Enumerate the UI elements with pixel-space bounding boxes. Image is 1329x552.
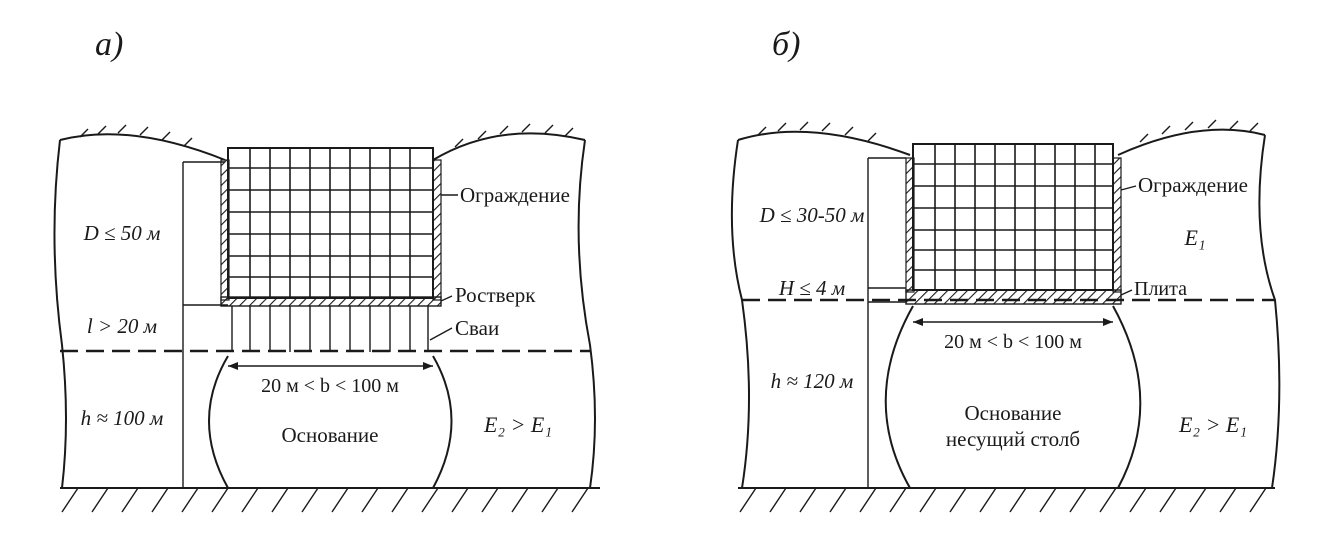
base-depth-label-b: h ≈ 120 м bbox=[771, 369, 854, 393]
soil-right-outline-b bbox=[1117, 128, 1281, 489]
depth-label: D ≤ 50 м bbox=[83, 221, 161, 245]
building-outline-b bbox=[912, 143, 1114, 291]
modulus-label-b: E₂ > E₁ bbox=[1178, 412, 1247, 437]
surface-hatch-left bbox=[79, 124, 193, 147]
width-label-b: 20 м < b < 100 м bbox=[944, 331, 1082, 353]
panel-b: б) 20 м < b bbox=[730, 26, 1281, 513]
panel-b-letter: б) bbox=[772, 26, 800, 63]
modulus-label: E₂ > E₁ bbox=[483, 412, 552, 437]
depth-label-b: D ≤ 30-50 м bbox=[759, 203, 865, 227]
e1-label: E₁ bbox=[1183, 225, 1205, 250]
pile-length-label: l > 20 м bbox=[87, 314, 157, 338]
fence-wall-right-b bbox=[1112, 157, 1122, 293]
surface-hatch-right-b bbox=[1139, 119, 1259, 143]
bedrock-hatch-b bbox=[739, 487, 1267, 513]
foundation-label: Основание bbox=[282, 423, 379, 447]
slab-name-label: Плита bbox=[1134, 278, 1187, 300]
bearing-column-outline bbox=[884, 305, 1142, 489]
grillage-leader bbox=[440, 295, 453, 302]
building-grid-b bbox=[913, 144, 1113, 290]
fence-wall-right bbox=[432, 159, 442, 301]
surface-hatch-right bbox=[454, 123, 574, 148]
grillage-label: Ростверк bbox=[455, 283, 536, 307]
fence-wall-left bbox=[220, 159, 230, 301]
slab-thickness-label: H ≤ 4 м bbox=[778, 276, 845, 300]
panel-a: а) bbox=[53, 26, 600, 513]
piles bbox=[231, 306, 429, 352]
soil-left-outline-b bbox=[730, 130, 911, 489]
piles-label: Сваи bbox=[455, 316, 499, 340]
base-depth-label: h ≈ 100 м bbox=[81, 406, 164, 430]
fence-label-b: Ограждение bbox=[1138, 173, 1248, 197]
foundation-label-b: Основание bbox=[965, 401, 1062, 425]
soil-left-outline bbox=[53, 133, 226, 489]
fence-wall-left-b bbox=[905, 157, 915, 293]
surface-hatch-left-b bbox=[757, 121, 877, 142]
slab-leader bbox=[1120, 289, 1133, 296]
panel-a-letter: а) bbox=[95, 26, 123, 63]
bedrock-hatch bbox=[61, 487, 589, 513]
piles-leader bbox=[429, 327, 453, 341]
bearing-column-label: несущий столб bbox=[946, 427, 1080, 451]
fence-leader-b bbox=[1120, 185, 1137, 191]
building-grid bbox=[228, 148, 433, 298]
fence-label: Ограждение bbox=[460, 183, 570, 207]
grillage-slab bbox=[220, 296, 442, 307]
width-label: 20 м < b < 100 м bbox=[261, 375, 399, 397]
foundation-bulb bbox=[208, 355, 453, 489]
foundation-slab bbox=[905, 289, 1122, 305]
